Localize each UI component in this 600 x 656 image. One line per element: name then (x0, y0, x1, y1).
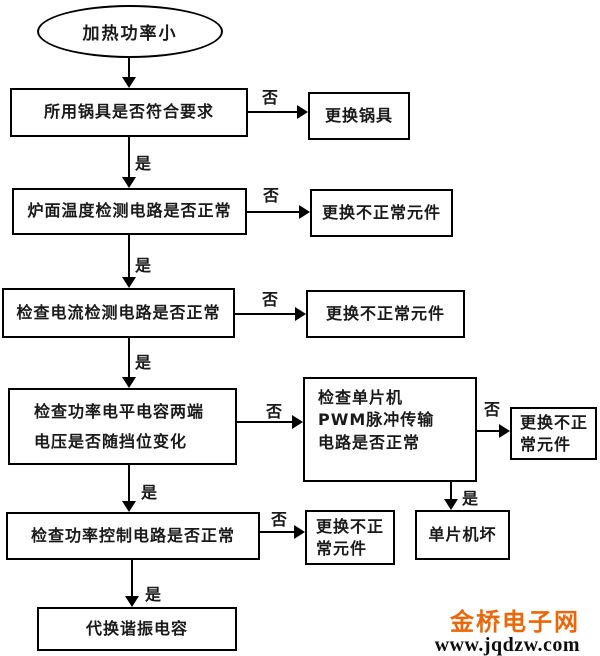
edge-qtemp-atemp-line (247, 211, 299, 213)
arrowhead-right-icon (499, 424, 510, 438)
edge-qtemp-qcurrent-line (128, 235, 130, 278)
flow-node-mcu-bad-label: 单片机坏 (428, 524, 497, 544)
edge-start-qpot-line (128, 58, 130, 78)
no-label: 否 (262, 88, 279, 107)
flow-node-question-cap-voltage: 检查功率电平电容两端 电压是否随挡位变化 (8, 388, 237, 465)
flow-node-replace-bad-part-4-line1: 更换不正 (316, 516, 385, 536)
watermark: 金桥电子网 www.jqdzw.com (434, 608, 580, 656)
flow-node-question-cap-voltage-line2: 电压是否随挡位变化 (34, 431, 188, 451)
flow-node-replace-bad-part-2: 更换不正常元件 (306, 290, 465, 338)
flow-node-question-pwm-circuit: 检查单片机 PWM脉冲传输 电路是否正常 (303, 377, 477, 482)
edge-qcurrent-qcap-line (128, 338, 130, 378)
flow-node-replace-bad-part-2-label: 更换不正常元件 (325, 303, 445, 323)
edge-qpwm-apwm-line (477, 430, 499, 432)
edge-qcap-qpwm-line (237, 421, 292, 423)
flow-node-question-power-circuit: 检查功率控制电路是否正常 (6, 512, 260, 560)
arrowhead-right-icon (299, 205, 310, 219)
no-label: 否 (484, 400, 501, 419)
edge-qpot-qtemp-line (128, 137, 130, 178)
edge-qcap-qpower-line (128, 465, 130, 502)
flow-node-question-pwm-circuit-line2: PWM脉冲传输 (318, 410, 435, 430)
arrowhead-right-icon (297, 105, 308, 119)
arrowhead-right-icon (295, 307, 306, 321)
flow-node-question-current-circuit-label: 检查电流检测电路是否正常 (16, 302, 221, 322)
flow-node-replace-bad-part-1-label: 更换不正常元件 (321, 202, 441, 222)
flow-node-start-label: 加热功率小 (82, 24, 178, 44)
flow-node-question-pot-label: 所用锅具是否符合要求 (43, 102, 214, 122)
flow-node-question-cap-voltage-line1: 检查功率电平电容两端 (34, 401, 205, 421)
flow-node-replace-bad-part-3-line2: 常元件 (520, 434, 572, 454)
edge-qpot-apot-line (248, 111, 297, 113)
arrowhead-down-icon (122, 277, 136, 288)
arrowhead-down-icon (122, 77, 136, 88)
yes-label: 是 (141, 483, 158, 502)
flow-node-replace-pot-label: 更换锅具 (324, 105, 393, 125)
flow-node-question-temp-circuit-label: 炉面温度检测电路是否正常 (27, 201, 232, 221)
edge-qpower-apower-line (260, 531, 294, 533)
flow-node-question-pwm-circuit-line1: 检查单片机 (318, 388, 404, 407)
flow-node-question-current-circuit: 检查电流检测电路是否正常 (2, 288, 235, 338)
no-label: 否 (262, 290, 279, 309)
arrowhead-right-icon (294, 525, 305, 539)
watermark-site-url: www.jqdzw.com (434, 634, 580, 656)
arrowhead-right-icon (292, 415, 303, 429)
edge-qpower-final-line (131, 560, 133, 597)
edge-qcurrent-acurrent-line (235, 313, 295, 315)
yes-label: 是 (135, 353, 152, 372)
flow-node-replace-bad-part-3-line1: 更换不正 (520, 412, 589, 432)
yes-label: 是 (135, 256, 152, 275)
flow-node-replace-bad-part-4: 更换不正 常元件 (305, 510, 395, 565)
flow-node-final-replace-resonant-cap-label: 代换谐振电容 (85, 618, 188, 638)
arrowhead-down-icon (125, 596, 139, 607)
watermark-site-name: 金桥电子网 (450, 608, 580, 636)
arrowhead-down-icon (122, 377, 136, 388)
flow-node-question-pot: 所用锅具是否符合要求 (10, 88, 248, 137)
flow-node-mcu-bad: 单片机坏 (415, 510, 510, 560)
flow-node-replace-bad-part-1: 更换不正常元件 (310, 189, 453, 237)
no-label: 否 (263, 186, 280, 205)
flow-node-replace-bad-part-4-line2: 常元件 (316, 538, 368, 558)
arrowhead-down-icon (122, 501, 136, 512)
yes-label: 是 (135, 154, 152, 173)
arrowhead-down-icon (444, 499, 458, 510)
flow-node-final-replace-resonant-cap: 代换谐振电容 (37, 607, 237, 651)
arrowhead-down-icon (122, 177, 136, 188)
no-label: 否 (271, 510, 288, 529)
flow-node-replace-bad-part-3: 更换不正 常元件 (510, 407, 597, 460)
flow-node-question-pwm-circuit-line3: 电路是否正常 (318, 432, 421, 452)
no-label: 否 (266, 402, 283, 421)
flow-node-start: 加热功率小 (37, 5, 223, 58)
flow-node-question-power-circuit-label: 检查功率控制电路是否正常 (30, 525, 235, 545)
yes-label: 是 (462, 489, 479, 508)
yes-label: 是 (145, 585, 162, 604)
flow-node-replace-pot: 更换锅具 (308, 92, 410, 140)
edge-qpwm-mcubad-line (450, 482, 452, 500)
flow-node-question-temp-circuit: 炉面温度检测电路是否正常 (12, 188, 247, 235)
